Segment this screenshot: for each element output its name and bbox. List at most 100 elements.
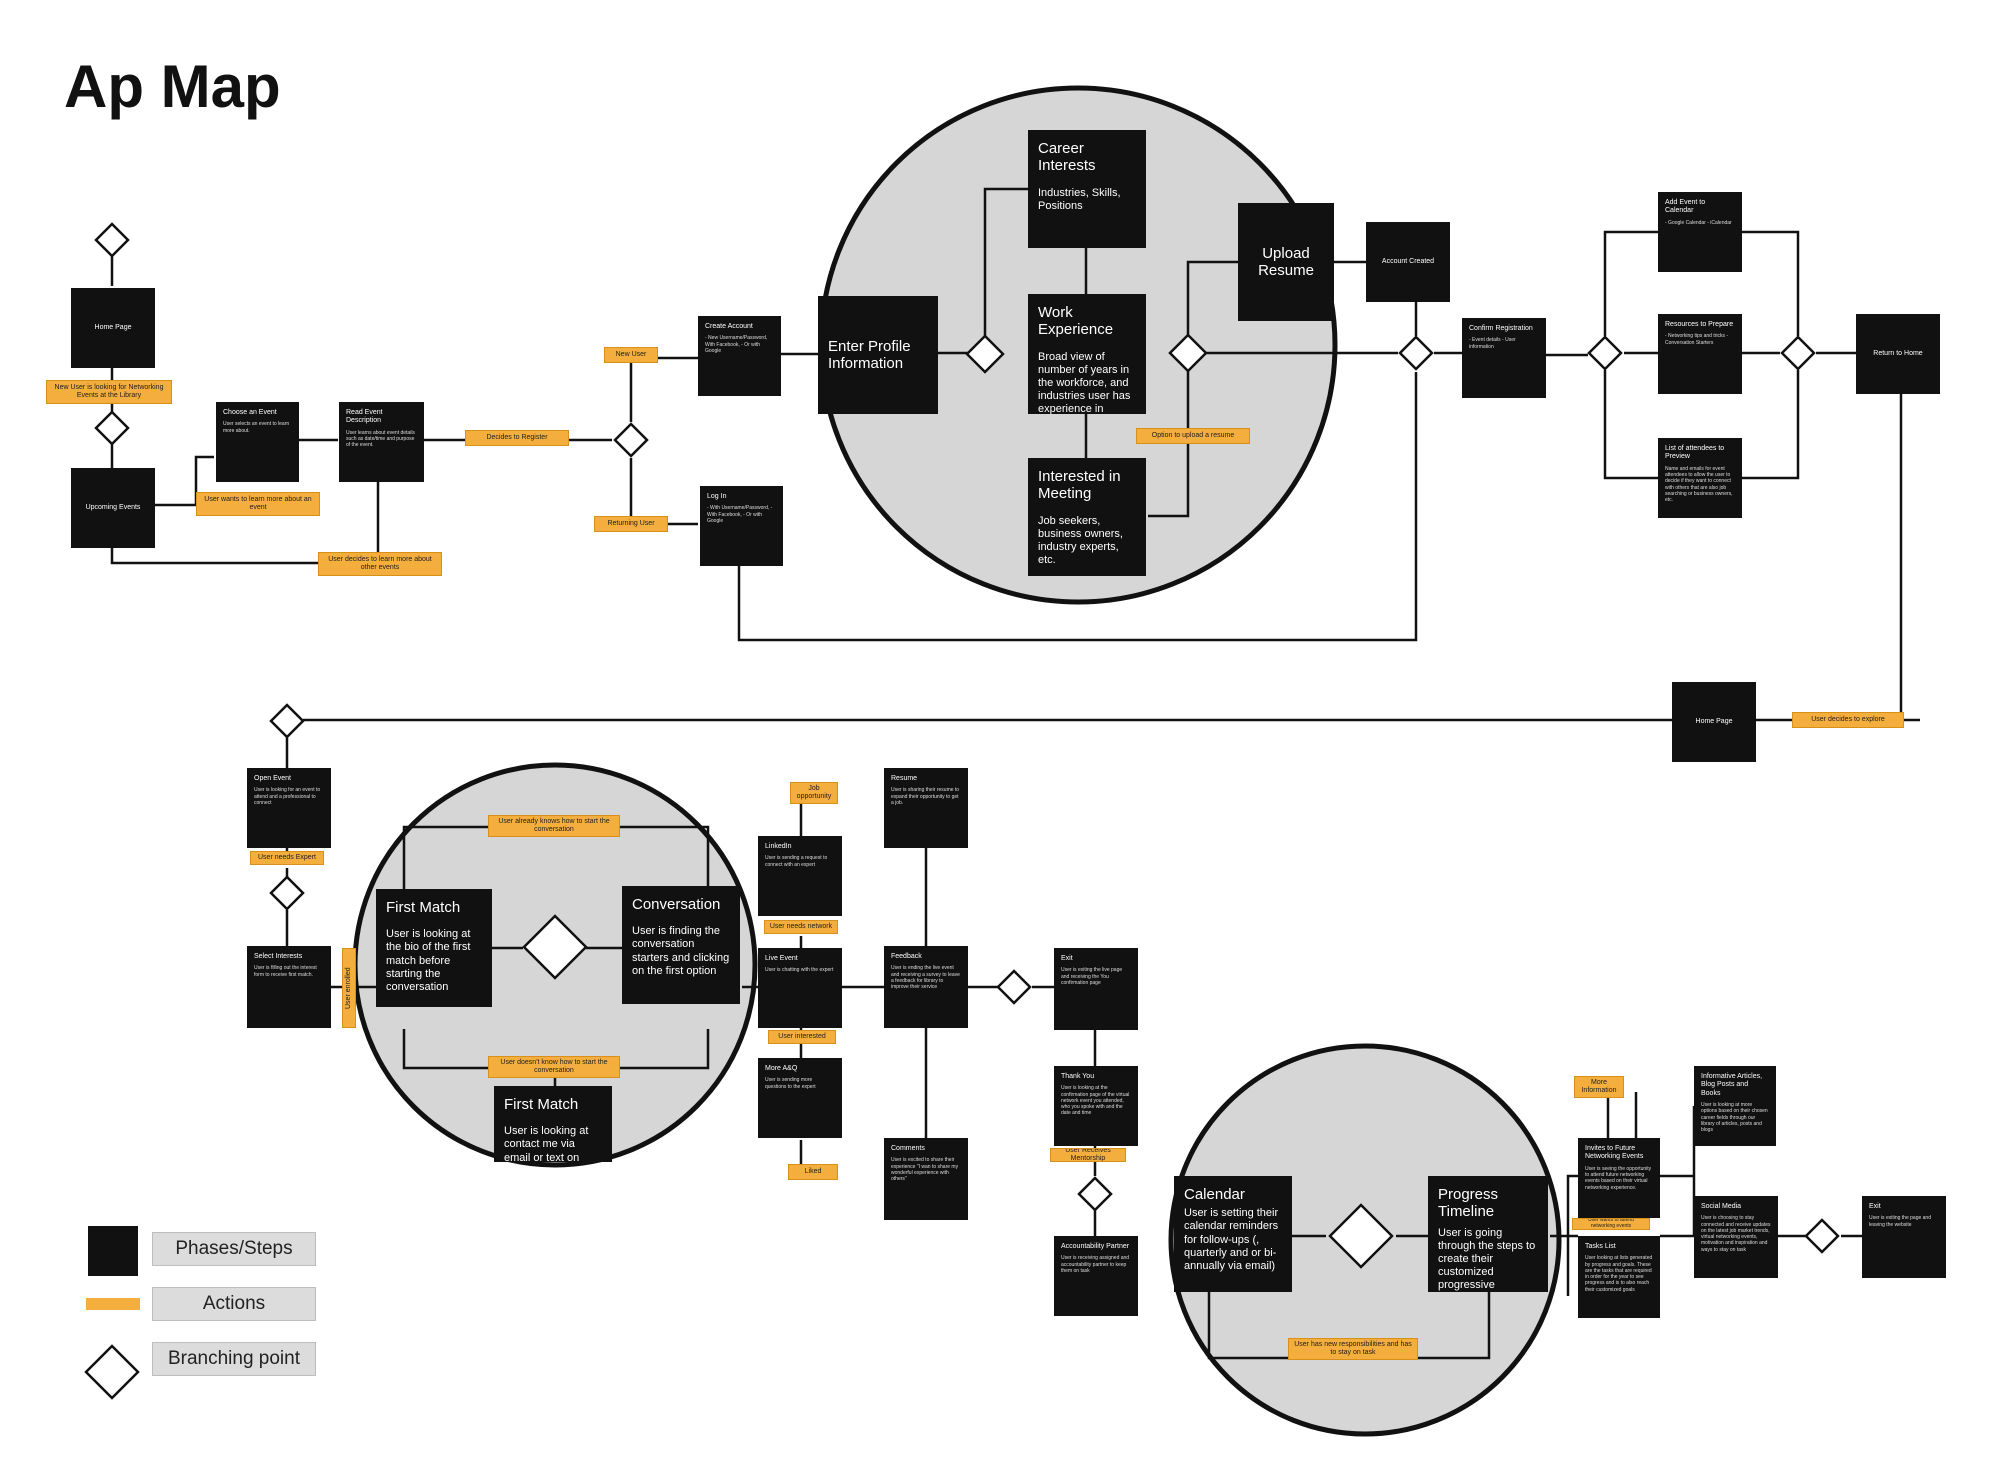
box-description: User is ending the live event and receiv… bbox=[891, 965, 960, 991]
box-description: User is finding the conversation starter… bbox=[632, 925, 730, 977]
branch-diamond-large bbox=[1328, 1203, 1394, 1269]
branch-diamond bbox=[94, 410, 130, 446]
box-description: User is looking at contact me via email … bbox=[504, 1125, 589, 1162]
action-label: User doesn't know how to start the conve… bbox=[488, 1056, 620, 1078]
box-description: User is filling out the interest form to… bbox=[254, 965, 317, 978]
upload-resume-box: Upload Resume bbox=[1238, 203, 1334, 321]
box-title: Interested in Meeting bbox=[1038, 468, 1121, 503]
action-label: Returning User bbox=[594, 516, 668, 532]
box-title: Career Interests bbox=[1038, 140, 1096, 175]
box-description: User is excited to share their experienc… bbox=[891, 1157, 959, 1183]
action-label: User already knows how to start the conv… bbox=[488, 815, 620, 837]
box-title: More A&Q bbox=[765, 1065, 798, 1072]
box-description: User is exiting the live page and receiv… bbox=[1061, 967, 1123, 986]
box-description: User is exiting the page and leaving the… bbox=[1869, 1215, 1931, 1228]
create-account-box: Create Account - New Username/Password, W… bbox=[698, 316, 781, 396]
branch-diamond bbox=[269, 703, 305, 739]
box-title: Return to Home bbox=[1873, 349, 1923, 357]
box-title: Exit bbox=[1061, 955, 1073, 962]
box-title: Create Account bbox=[705, 323, 753, 330]
box-description: User learns about event details such as … bbox=[346, 429, 415, 449]
box-title: Accountability Partner bbox=[1061, 1243, 1130, 1250]
box-description: - Google Calendar - iCalendar bbox=[1665, 219, 1732, 226]
action-label: User enrolled bbox=[342, 948, 356, 1028]
box-title: Comments bbox=[891, 1145, 925, 1152]
box-description: User is seeing the opportunity to attend… bbox=[1585, 1165, 1652, 1191]
box-description: User is looking for an event to attend a… bbox=[254, 787, 321, 806]
box-title: Resources to Prepare bbox=[1665, 321, 1734, 328]
box-title: Add Event to Calendar bbox=[1665, 199, 1706, 215]
action-label: New User is looking for Networking Event… bbox=[46, 380, 172, 404]
box-title: LinkedIn bbox=[765, 843, 792, 850]
action-label: User decides to explore bbox=[1792, 712, 1904, 728]
branch-diamond bbox=[996, 969, 1032, 1005]
branch-diamond bbox=[1077, 1176, 1113, 1212]
box-title: Calendar bbox=[1184, 1186, 1245, 1203]
box-title: Tasks List bbox=[1585, 1243, 1616, 1250]
box-description: User looking at lists generated by progr… bbox=[1585, 1255, 1653, 1293]
box-description: User is sharing their resume to expand t… bbox=[891, 787, 960, 806]
box-description: User is going through the steps to creat… bbox=[1438, 1226, 1536, 1292]
action-label: New User bbox=[604, 347, 658, 363]
box-title: Read Event Description bbox=[346, 409, 383, 425]
action-label: User needs Expert bbox=[250, 851, 324, 865]
box-title: Social Media bbox=[1701, 1203, 1742, 1210]
box-title: Enter Profile Information bbox=[828, 337, 911, 372]
box-description: Name and emails for event attendees to a… bbox=[1665, 465, 1733, 504]
box-title: Resume bbox=[891, 775, 918, 782]
confirm-registration-box: Confirm Registration - Event details - Us… bbox=[1462, 318, 1546, 398]
box-title: Upload Resume bbox=[1258, 244, 1314, 279]
branch-diamond bbox=[1168, 333, 1208, 373]
legend-actions-label: Actions bbox=[152, 1287, 316, 1321]
home-page-2-box: Home Page bbox=[1672, 682, 1756, 762]
box-description: User is receiving assigned and accountab… bbox=[1061, 1255, 1130, 1274]
box-description: - New Username/Password, With Facebook, … bbox=[705, 335, 768, 354]
box-description: - Event details - User information bbox=[1469, 337, 1516, 350]
action-label: User needs network bbox=[764, 920, 838, 934]
upcoming-events-box: Upcoming Events bbox=[71, 468, 155, 548]
box-description: User is looking at the bio of the first … bbox=[386, 928, 471, 993]
box-description: Broad view of number of years in the wor… bbox=[1038, 350, 1131, 415]
box-title: Informative Articles, Blog Posts and Boo… bbox=[1701, 1073, 1763, 1097]
box-title: Confirm Registration bbox=[1469, 325, 1533, 332]
account-created-box: Account Created bbox=[1366, 222, 1450, 302]
box-title: Feedback bbox=[891, 953, 922, 960]
box-title: Log In bbox=[707, 493, 727, 500]
box-description: User is sending a request to connect wit… bbox=[765, 855, 828, 868]
box-description: User is looking at the confirmation page… bbox=[1061, 1085, 1130, 1117]
box-title: Account Created bbox=[1381, 257, 1435, 265]
page-title: Ap Map bbox=[64, 53, 281, 120]
box-title: Upcoming Events bbox=[85, 503, 141, 511]
box-description: Job seekers, business owners, industry e… bbox=[1038, 514, 1123, 567]
box-description: User is looking at more options based on… bbox=[1701, 1102, 1768, 1134]
legend-phases-label: Phases/Steps bbox=[152, 1232, 316, 1266]
branch-diamond-start bbox=[94, 222, 130, 258]
box-title: Choose an Event bbox=[223, 409, 277, 416]
action-label: Job opportunity bbox=[790, 782, 838, 804]
branch-diamond bbox=[1780, 335, 1816, 371]
box-description: User is chatting with the expert bbox=[765, 967, 834, 974]
branch-diamond bbox=[1804, 1218, 1840, 1254]
return-home-box: Return to Home bbox=[1856, 314, 1940, 394]
action-label: Decides to Register bbox=[465, 430, 569, 446]
